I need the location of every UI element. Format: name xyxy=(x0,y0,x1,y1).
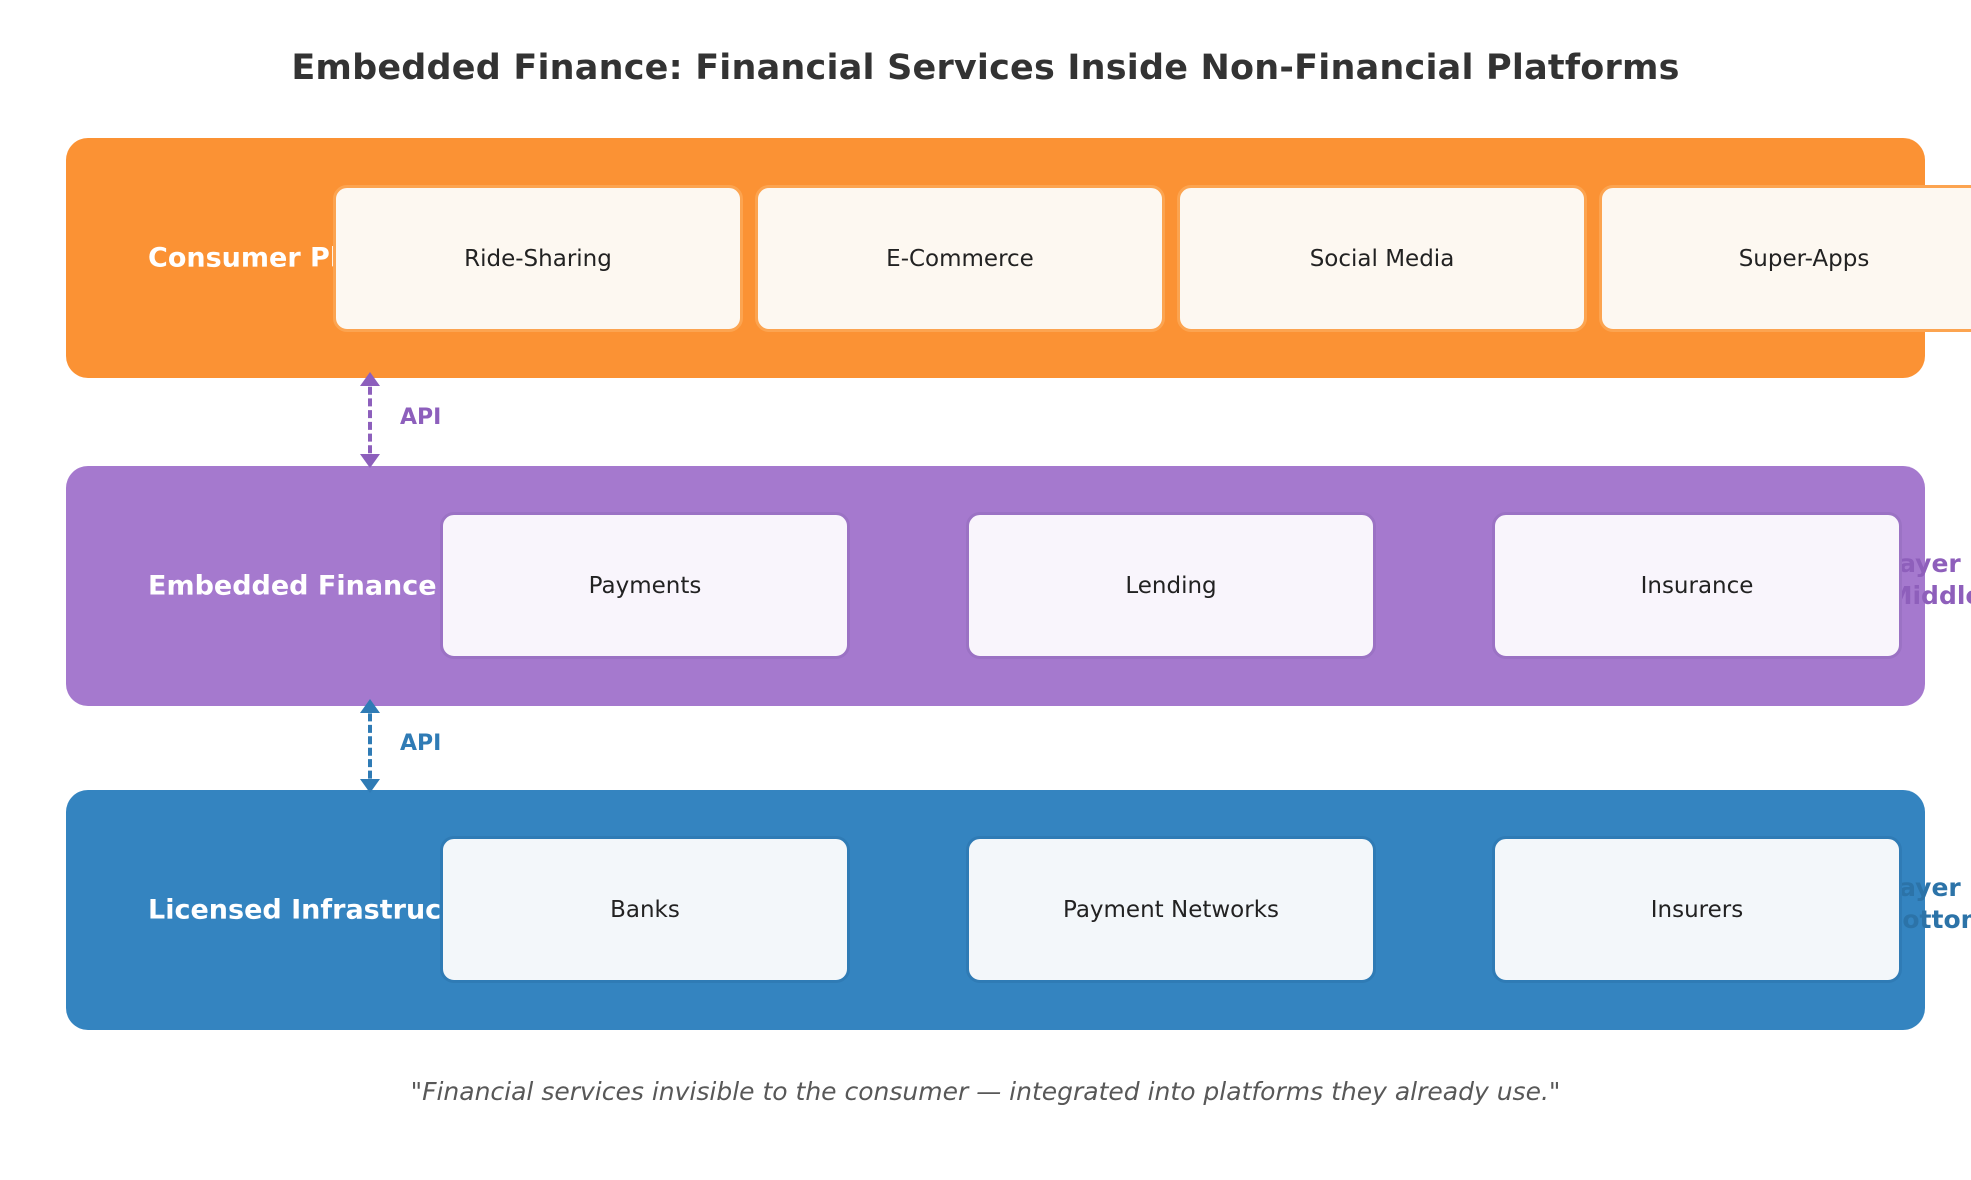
card-label: Social Media xyxy=(1309,245,1455,272)
arrow-up-icon xyxy=(360,372,380,386)
card-insurers[interactable]: Insurers xyxy=(1492,836,1902,983)
card-super-apps[interactable]: Super-Apps xyxy=(1599,185,1971,332)
card-lending[interactable]: Lending xyxy=(966,512,1376,659)
card-label: Super-Apps xyxy=(1738,245,1870,272)
card-label: Payment Networks xyxy=(1062,896,1280,923)
card-payments[interactable]: Payments xyxy=(440,512,850,659)
card-label: E-Commerce xyxy=(886,245,1034,272)
arrow-down-icon xyxy=(360,779,380,793)
card-e-commerce[interactable]: E-Commerce xyxy=(755,185,1165,332)
arrow-up-icon xyxy=(360,699,380,713)
card-label: Insurers xyxy=(1650,896,1744,923)
card-label: Insurance xyxy=(1640,572,1754,599)
card-social-media[interactable]: Social Media xyxy=(1177,185,1587,332)
card-label: Banks xyxy=(610,896,680,923)
arrow-down-icon xyxy=(360,454,380,468)
dashed-line xyxy=(368,375,372,465)
card-ride-sharing[interactable]: Ride-Sharing xyxy=(333,185,743,332)
card-label: Payments xyxy=(588,572,702,599)
card-label: Ride-Sharing xyxy=(464,245,612,272)
dashed-line xyxy=(368,702,372,790)
page-title: Embedded Finance: Financial Services Ins… xyxy=(291,48,1680,88)
card-insurance[interactable]: Insurance xyxy=(1492,512,1902,659)
footer-caption: "Financial services invisible to the con… xyxy=(410,1077,1561,1106)
api-label-lower: API xyxy=(400,731,442,756)
card-payment-networks[interactable]: Payment Networks xyxy=(966,836,1376,983)
api-label-upper: API xyxy=(400,405,442,430)
card-label: Lending xyxy=(1125,572,1217,599)
card-banks[interactable]: Banks xyxy=(440,836,850,983)
